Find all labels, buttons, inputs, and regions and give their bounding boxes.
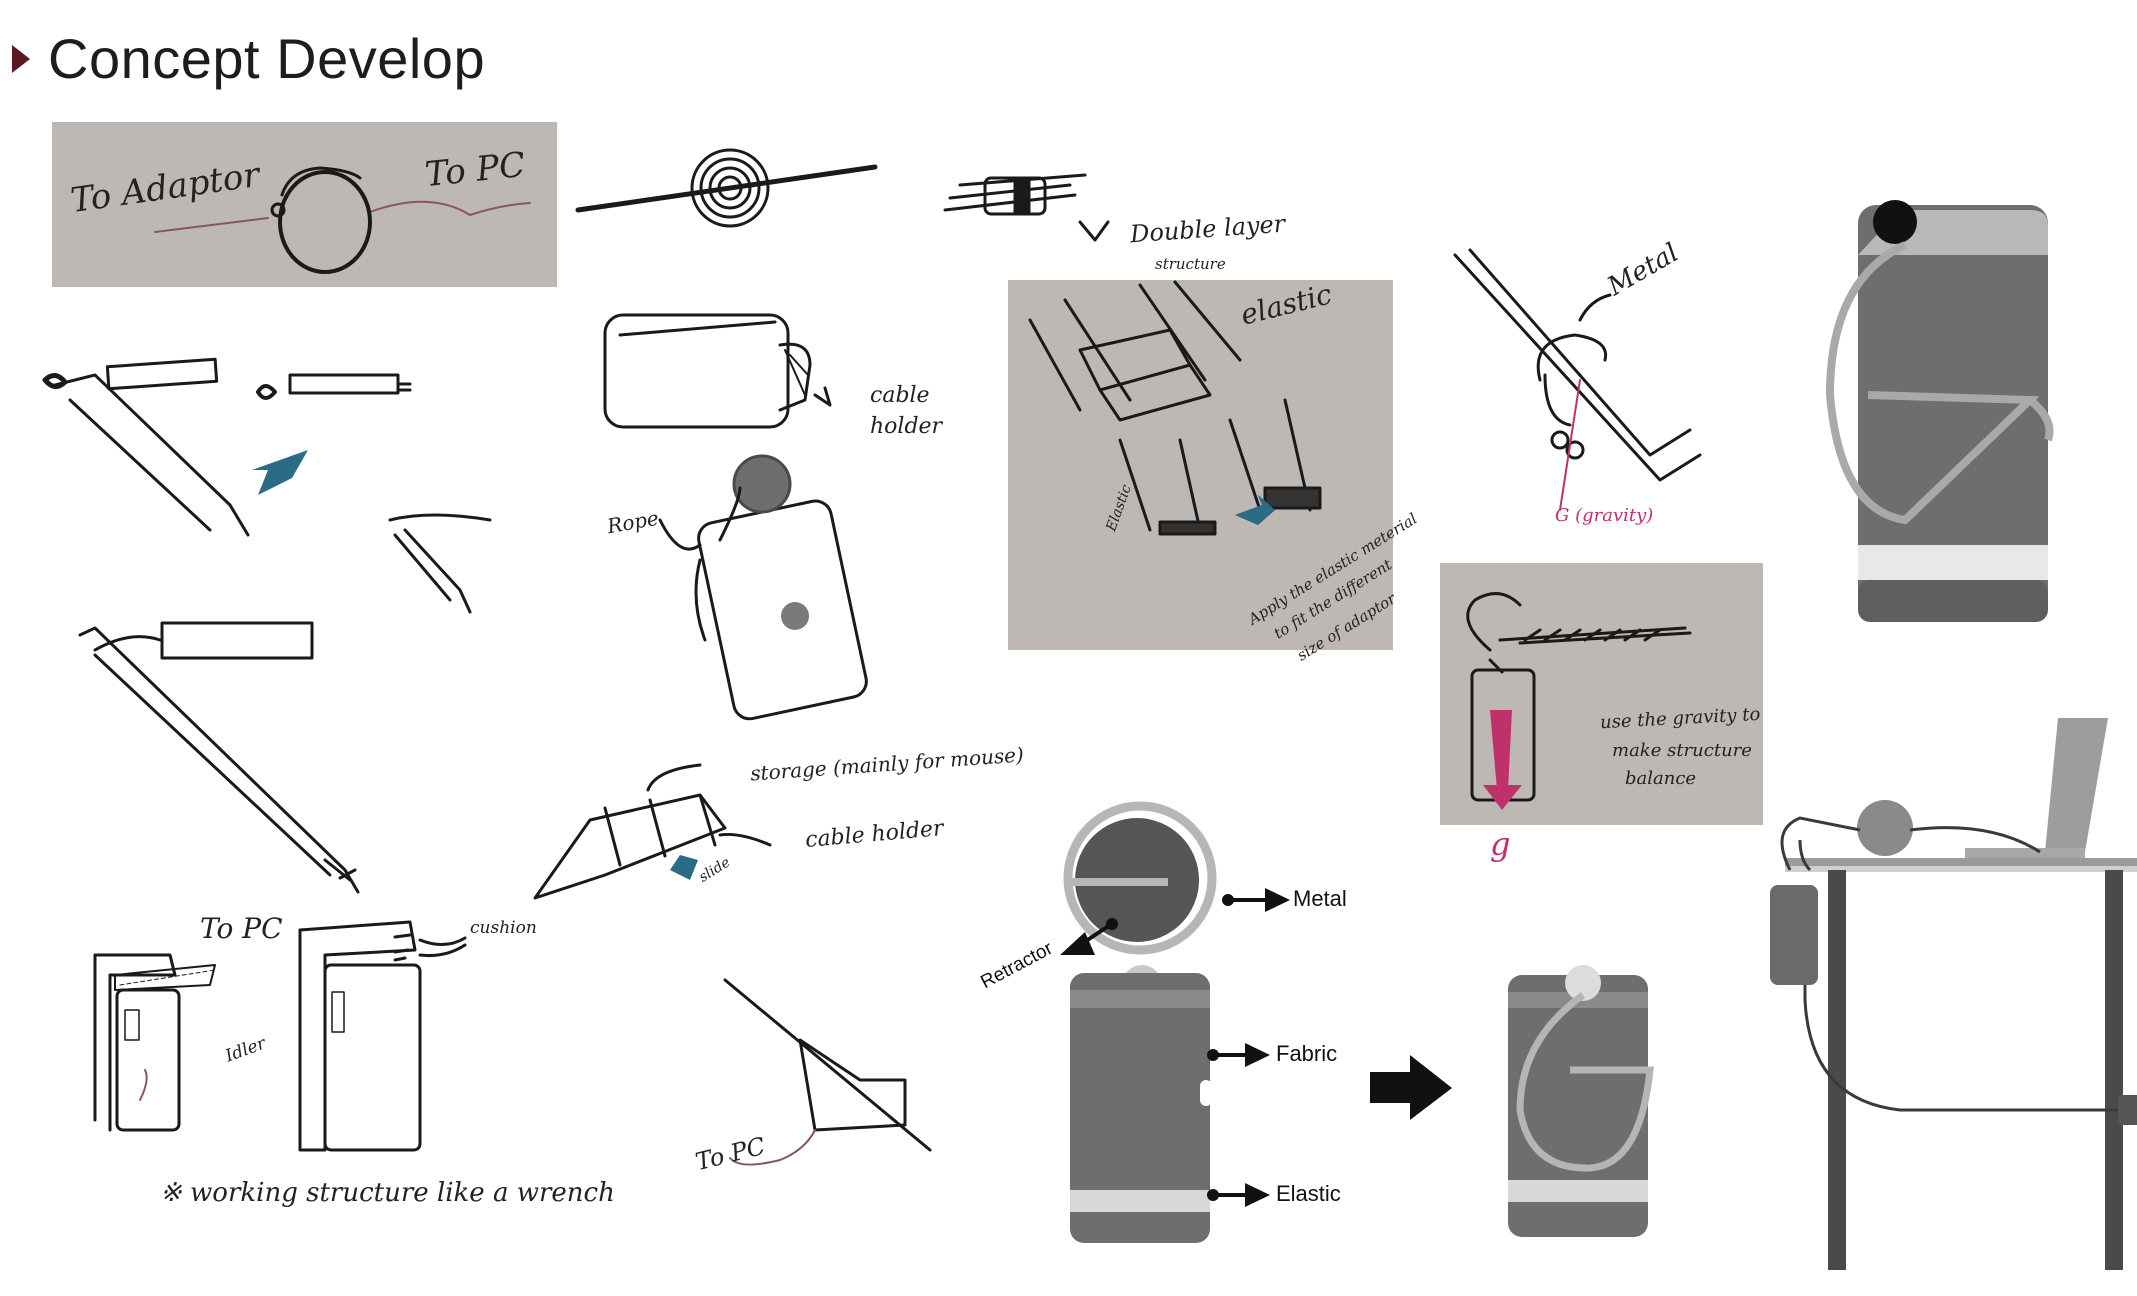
cushion-label: cushion (470, 918, 537, 938)
gravity-sketch-panel (1440, 563, 1763, 825)
fabric-label: Fabric (1276, 1041, 1338, 1066)
metal-label: Metal (1293, 886, 1347, 911)
gravity-note-2: make structure (1612, 740, 1752, 761)
elastic-sketch-panel (1008, 280, 1393, 650)
gravity-note-3: balance (1625, 768, 1697, 789)
page-title: Concept Develop (12, 26, 485, 91)
cable-holder-1: cable (870, 383, 930, 408)
cable-holder-2: holder (870, 414, 943, 439)
adaptor-sketch-panel (52, 122, 557, 287)
to-pc-left-label: To PC (200, 912, 283, 945)
product-render-exploded (1063, 801, 1217, 1243)
wrench-note: ※ working structure like a wrench (160, 1178, 615, 1208)
product-render-top (1858, 200, 2048, 622)
title-text: Concept Develop (48, 27, 486, 90)
elastic-product-label: Elastic (1276, 1181, 1341, 1206)
reel-sketch (278, 170, 372, 274)
gravity-label: G (gravity) (1555, 505, 1654, 526)
triangle-bullet-icon (12, 44, 30, 73)
structure-label: structure (1155, 255, 1226, 273)
g-label: g (1490, 825, 1511, 863)
